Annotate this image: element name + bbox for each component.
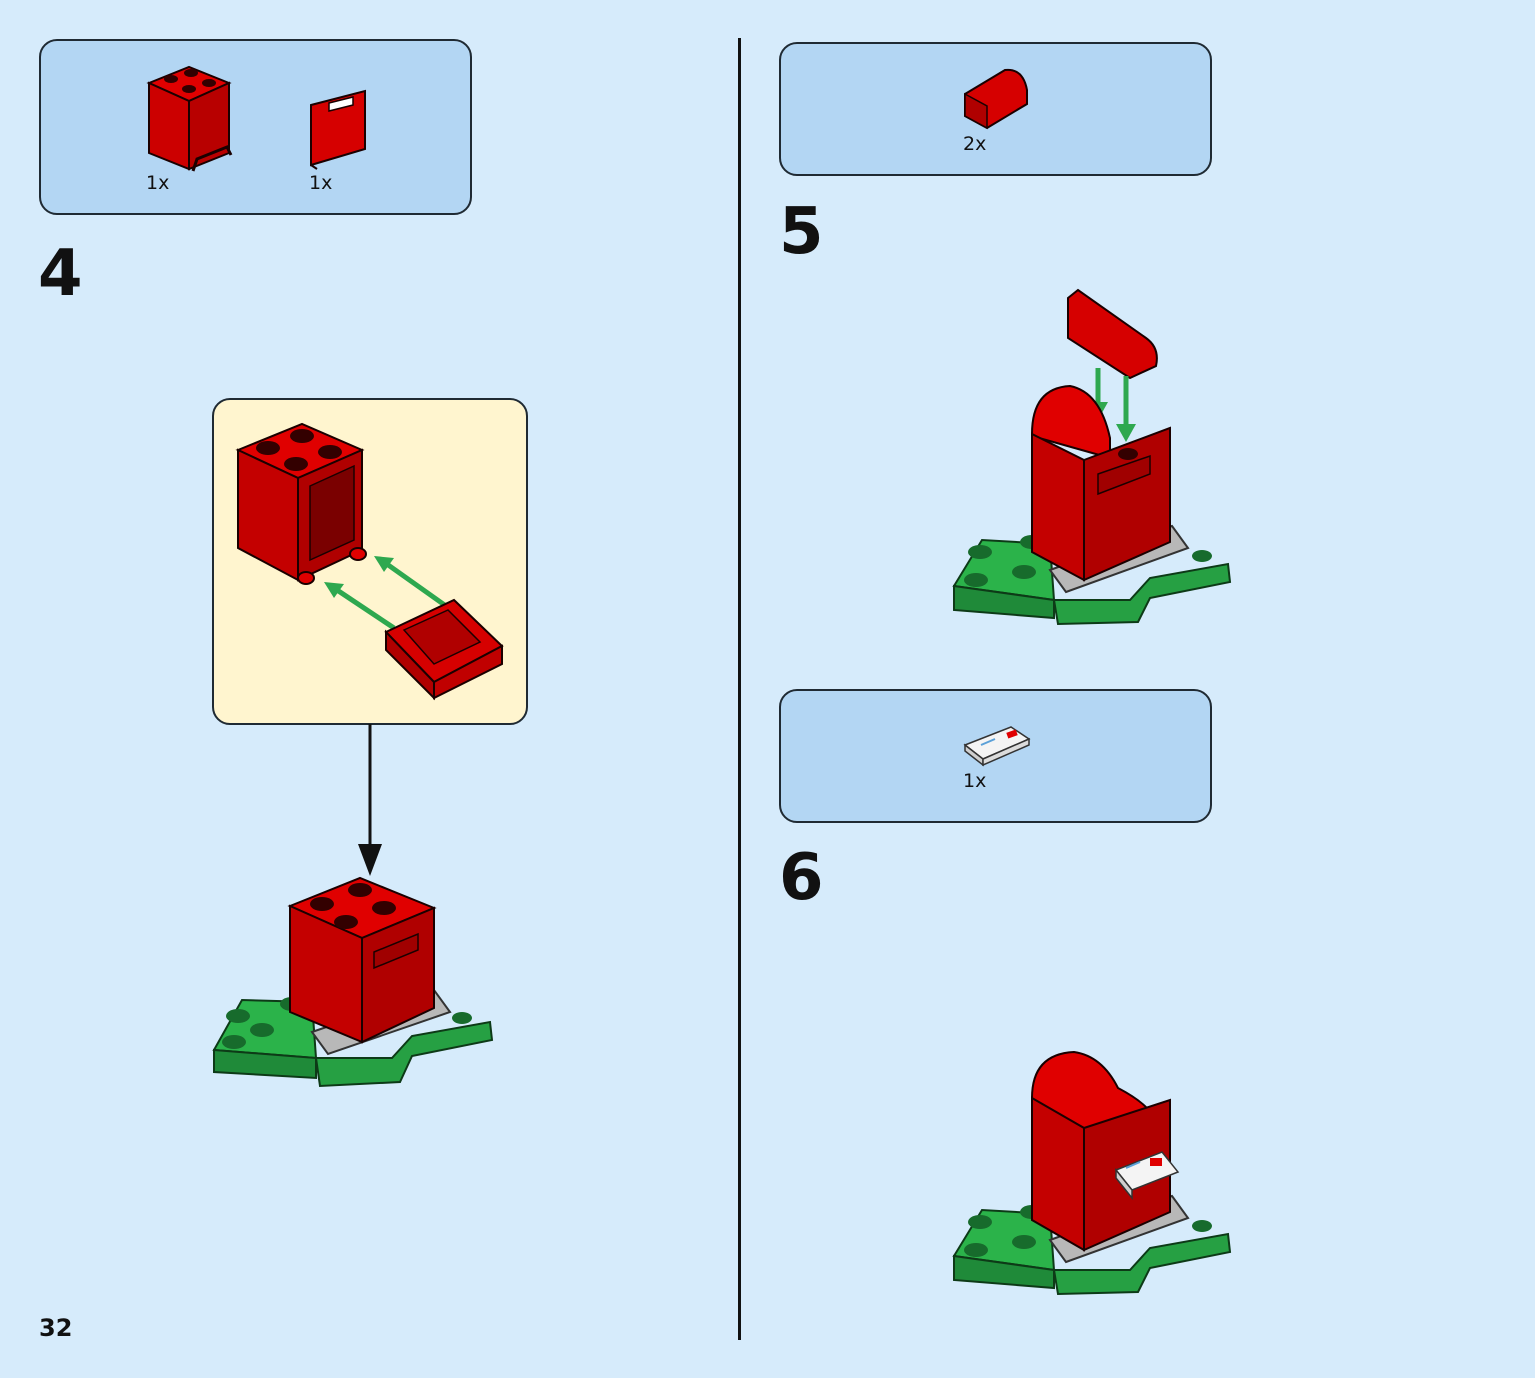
- step-4-callout: [212, 398, 528, 725]
- letter-tile-icon: [963, 726, 1031, 767]
- step-4-part-2-qty: 1x: [309, 172, 333, 194]
- page-number: 32: [39, 1314, 73, 1342]
- step-6-parts-box: 1x: [779, 689, 1212, 823]
- step-6-number: 6: [779, 841, 824, 915]
- step-5-parts-box: 2x: [779, 42, 1212, 176]
- step-6-part-1-qty: 1x: [963, 770, 987, 792]
- step-5-model-icon: [952, 288, 1232, 626]
- step-4-parts-box: 1x 1x: [39, 39, 472, 215]
- page-divider: [738, 38, 741, 1340]
- step-4-model-icon: [212, 876, 494, 1088]
- callout-arrow: [358, 724, 382, 876]
- red-container-brick-icon: [146, 65, 233, 172]
- step-4-part-1-qty: 1x: [146, 172, 170, 194]
- red-container-door-icon: [310, 89, 366, 170]
- container-with-door-assembly-icon: [235, 422, 504, 701]
- step-5-number: 5: [779, 195, 824, 269]
- red-curved-slope-icon: [964, 68, 1028, 130]
- step-5-part-1-qty: 2x: [963, 133, 987, 155]
- step-6-model-icon: [952, 1050, 1232, 1296]
- step-4-number: 4: [38, 237, 83, 311]
